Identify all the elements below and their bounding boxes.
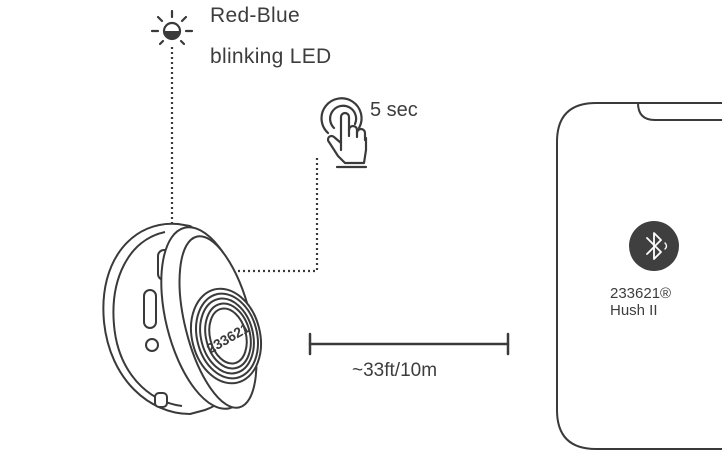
half-sun-led-icon [150, 9, 194, 46]
phone-outline [556, 102, 722, 450]
led-status-line-1: Red-Blue [210, 4, 300, 27]
finger-press-icon [320, 97, 368, 169]
device-id-label: 233621® [610, 285, 672, 302]
device-name-label: Hush II [610, 302, 658, 319]
range-label: ~33ft/10m [352, 360, 438, 381]
press-duration-label: 5 sec [370, 99, 418, 121]
range-bar [308, 332, 510, 356]
led-status-line-2: blinking LED [210, 45, 332, 68]
earbud-illustration [102, 222, 262, 415]
bluetooth-icon [629, 221, 679, 271]
